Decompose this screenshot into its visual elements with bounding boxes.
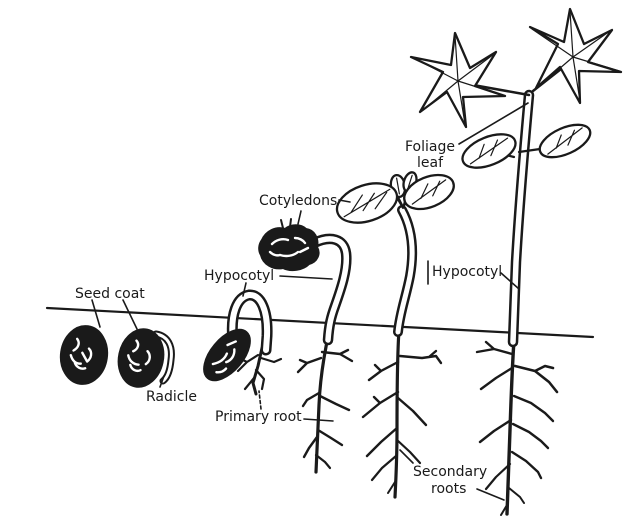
label-seed-coat: Seed coat bbox=[75, 286, 145, 302]
hypocotyl-left-tick bbox=[242, 282, 247, 297]
label-hypocotyl-right: Hypocotyl bbox=[432, 264, 502, 280]
cotyledon-mass bbox=[258, 218, 320, 272]
label-radicle: Radicle bbox=[146, 389, 197, 405]
secondary-roots-leader-right bbox=[476, 488, 505, 501]
label-secondary-roots-1: Secondary bbox=[413, 464, 487, 480]
label-foliage-leaf-2: leaf bbox=[417, 155, 444, 171]
cotyledons-tick bbox=[297, 210, 302, 225]
label-foliage-leaf-1: Foliage bbox=[405, 139, 455, 155]
primary-root-tick bbox=[258, 390, 262, 410]
secondary-roots-leader-left bbox=[399, 449, 414, 464]
stage5-roots bbox=[361, 328, 443, 499]
stage5-cotyledon-leaves bbox=[335, 171, 455, 224]
label-primary-root: Primary root bbox=[215, 409, 302, 425]
stage6-secondary-roots bbox=[475, 338, 559, 516]
seedling-stage-5 bbox=[335, 171, 455, 499]
primary-root-leader bbox=[303, 418, 334, 422]
seed-body bbox=[117, 328, 165, 388]
soil-line bbox=[45, 306, 595, 339]
label-hypocotyl-left: Hypocotyl bbox=[204, 268, 274, 284]
foliage-leaves bbox=[409, 7, 623, 129]
seed-coat-leader-right bbox=[122, 299, 138, 330]
seed-stage-2 bbox=[117, 328, 175, 388]
labels: Seed coat Radicle Hypocotyl Primary root… bbox=[75, 139, 502, 497]
label-secondary-roots-2: roots bbox=[431, 481, 466, 497]
stage4-roots bbox=[296, 330, 354, 474]
foliage-leaf-leader bbox=[458, 102, 529, 145]
seed-stage-3 bbox=[203, 289, 283, 396]
leader-lines bbox=[91, 102, 529, 501]
radicle-leader bbox=[159, 375, 165, 388]
label-cotyledons: Cotyledons bbox=[259, 193, 337, 209]
hypocotyl-left-leader bbox=[279, 275, 333, 280]
seed-coat-leader-left bbox=[91, 299, 101, 328]
seedling-stage-4 bbox=[258, 218, 354, 474]
hypocotyl-right-leader bbox=[500, 272, 520, 290]
foliage-leaf-right bbox=[528, 7, 623, 105]
seed-stage-1 bbox=[59, 325, 109, 385]
cotyledons-leader bbox=[338, 199, 351, 203]
stage6-cotyledons bbox=[461, 123, 592, 169]
seedling-stage-6 bbox=[409, 7, 623, 516]
